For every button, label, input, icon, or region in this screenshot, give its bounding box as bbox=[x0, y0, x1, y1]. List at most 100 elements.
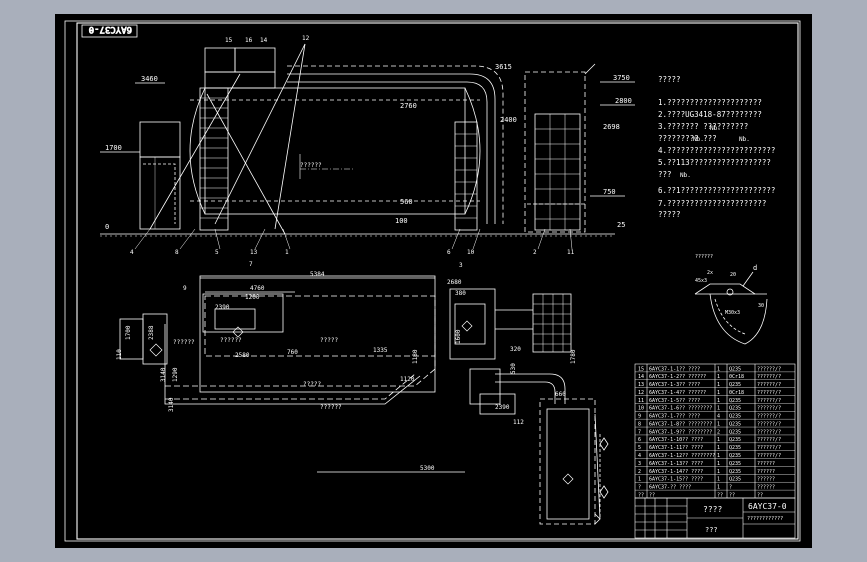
svg-text:3140: 3140 bbox=[160, 367, 167, 382]
svg-text:??????: ?????? bbox=[173, 339, 195, 346]
plan-view bbox=[119, 275, 609, 525]
parts-cell: 6 bbox=[638, 437, 641, 443]
detail-view: d 45x3 2x 20 30 M30x3 ?????? bbox=[694, 254, 768, 345]
svg-text:7: 7 bbox=[249, 261, 253, 268]
parts-cell: ??????/? bbox=[757, 366, 781, 372]
parts-cell: 6AYC37-1-8?? ???????? bbox=[649, 421, 712, 427]
svg-text:4760: 4760 bbox=[250, 285, 265, 292]
parts-cell: 1 bbox=[717, 406, 720, 412]
parts-cell: ?? bbox=[649, 492, 655, 498]
main-vessel-body bbox=[204, 87, 466, 215]
parts-cell: Q235 bbox=[729, 461, 741, 467]
parts-cell: 6AYC37-1-15?? ???? bbox=[649, 477, 703, 483]
balloons-front: 15 16 14 12 4 8 5 13 1 6 10 2 11 bbox=[130, 35, 575, 256]
parts-cell: Q235 bbox=[729, 398, 741, 404]
svg-text:???: ??? bbox=[658, 170, 672, 179]
plan-heater-block bbox=[532, 293, 572, 353]
parts-cell: 6AYC37-1-10?? ???? bbox=[649, 437, 703, 443]
svg-text:3140: 3140 bbox=[168, 397, 175, 412]
svg-text:1120: 1120 bbox=[400, 376, 415, 383]
svg-text:??????: ?????? bbox=[300, 162, 322, 169]
svg-text:1180: 1180 bbox=[412, 349, 419, 364]
svg-text:2390: 2390 bbox=[215, 304, 230, 311]
parts-cell: ??????/? bbox=[757, 374, 781, 380]
front-elevation bbox=[100, 43, 615, 237]
svg-text:2: 2 bbox=[533, 249, 537, 256]
svg-text:6: 6 bbox=[447, 249, 451, 256]
parts-cell: Q235 bbox=[729, 406, 741, 412]
parts-cell: ? bbox=[729, 485, 732, 491]
drawing-inner-border bbox=[76, 22, 799, 540]
svg-text:660: 660 bbox=[555, 391, 566, 398]
parts-cell: Q235 bbox=[729, 445, 741, 451]
svg-text:9: 9 bbox=[183, 285, 187, 292]
svg-text:10: 10 bbox=[467, 249, 475, 256]
parts-cell: 6AYC37-1-5?? ???? bbox=[649, 398, 700, 404]
parts-cell: ??????/? bbox=[757, 453, 781, 459]
parts-cell: 2 bbox=[717, 429, 720, 435]
parts-cell: ??????/? bbox=[757, 414, 781, 420]
svg-text:2390: 2390 bbox=[495, 404, 510, 411]
parts-cell: ??????/? bbox=[757, 429, 781, 435]
svg-text:Nb.: Nb. bbox=[680, 172, 691, 179]
parts-cell: ? bbox=[638, 485, 641, 491]
parts-cell: 6AYC37-1-14?? ???? bbox=[649, 469, 703, 475]
parts-cell: Q235 bbox=[729, 453, 741, 459]
parts-cell: 6AYC37-1-6?? ???????? bbox=[649, 406, 712, 412]
parts-cell: Q235 bbox=[729, 477, 741, 483]
drawing-border bbox=[64, 20, 801, 542]
svg-text:30: 30 bbox=[758, 303, 764, 309]
svg-text:1780: 1780 bbox=[570, 349, 577, 364]
right-tower bbox=[524, 71, 586, 233]
svg-text:16: 16 bbox=[245, 37, 253, 44]
title-company: ??? bbox=[705, 526, 718, 534]
svg-text:1200: 1200 bbox=[245, 294, 260, 301]
parts-cell: 1 bbox=[717, 398, 720, 404]
title-block: ???? ??? 6AYC37-0 ???????????? bbox=[634, 497, 796, 539]
parts-cell: 4 bbox=[717, 414, 720, 420]
svg-text:??????: ?????? bbox=[220, 337, 242, 344]
parts-cell: Q235 bbox=[729, 414, 741, 420]
svg-text:2760: 2760 bbox=[400, 102, 417, 110]
parts-cell: 6AYC37-1-13?? ???? bbox=[649, 461, 703, 467]
parts-cell: 1 bbox=[717, 445, 720, 451]
parts-cell: 1 bbox=[717, 437, 720, 443]
parts-cell: ??????/? bbox=[757, 382, 781, 388]
parts-cell: 5 bbox=[638, 445, 641, 451]
svg-text:112: 112 bbox=[513, 419, 524, 426]
parts-cell: Q235 bbox=[729, 429, 741, 435]
svg-text:3: 3 bbox=[459, 262, 463, 269]
svg-text:1700: 1700 bbox=[125, 325, 132, 340]
parts-cell: 4 bbox=[638, 453, 641, 459]
parts-cell: 3 bbox=[638, 461, 641, 467]
svg-text:2580: 2580 bbox=[235, 352, 250, 359]
parts-cell: ??????/? bbox=[757, 390, 781, 396]
drawing-viewport[interactable]: 6AYC37-0 bbox=[55, 14, 812, 548]
parts-cell: 0Cr18 bbox=[729, 390, 744, 396]
svg-text:320: 320 bbox=[510, 346, 521, 353]
parts-cell: 1 bbox=[717, 374, 720, 380]
parts-cell: 1 bbox=[717, 477, 720, 483]
svg-text:760: 760 bbox=[287, 349, 298, 356]
parts-cell: 6AYC37-1-12?? ???????? bbox=[649, 453, 715, 459]
svg-text:?????: ????? bbox=[658, 210, 681, 219]
svg-text:3460: 3460 bbox=[141, 75, 158, 83]
plan-dims: 5384 4760 2680 2390 2580 760 1335 1120 3… bbox=[200, 271, 566, 473]
svg-text:d: d bbox=[753, 264, 757, 272]
parts-cell: 14 bbox=[638, 374, 644, 380]
svg-text:5384: 5384 bbox=[310, 271, 325, 278]
svg-text:3615: 3615 bbox=[495, 63, 512, 71]
plan-annotations: ????? ?????? ????? ?????? ?????? ?????? … bbox=[173, 162, 463, 411]
svg-text:1335: 1335 bbox=[373, 347, 388, 354]
svg-text:3750: 3750 bbox=[613, 74, 630, 82]
svg-text:1290: 1290 bbox=[172, 367, 179, 382]
title-name: ???? bbox=[703, 505, 722, 514]
vessel-head-left bbox=[189, 87, 206, 215]
svg-text:4: 4 bbox=[130, 249, 134, 256]
parts-cell: Q235 bbox=[729, 469, 741, 475]
parts-cell: 1 bbox=[717, 485, 720, 491]
parts-cell: 6AYC37-1-11?? ???? bbox=[649, 445, 703, 451]
svg-text:750: 750 bbox=[603, 188, 616, 196]
svg-text:2680: 2680 bbox=[447, 279, 462, 286]
svg-text:????????? ???: ????????? ??? bbox=[658, 134, 717, 143]
